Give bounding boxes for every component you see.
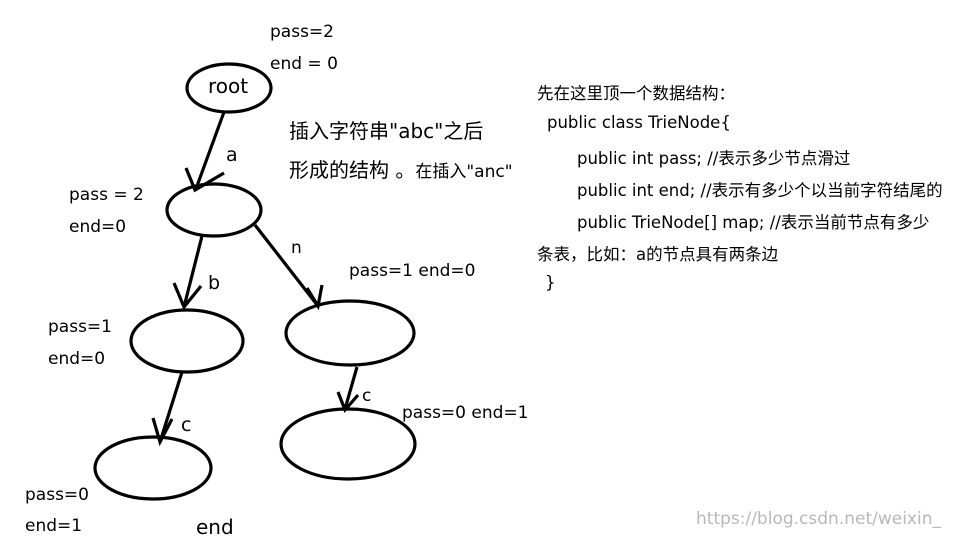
node-b [129, 308, 245, 374]
description-line-1: 插入字符串"abc"之后 [289, 119, 484, 143]
edge-label-b: b [208, 272, 221, 294]
edge-label-n: n [291, 238, 302, 258]
root-end: end = 0 [270, 54, 338, 74]
node-b-end: end=0 [48, 349, 106, 369]
node-n [284, 299, 416, 367]
node-a [165, 182, 263, 238]
node-b-pass: pass=1 [48, 317, 112, 337]
edge-label-c-left: c [181, 414, 192, 436]
arrowhead-n [305, 284, 324, 311]
node-a-pass: pass = 2 [69, 185, 144, 205]
code-intro: 先在这里顶一个数据结构： [537, 84, 735, 103]
edge-a-b [182, 235, 204, 308]
node-abc-c [93, 435, 213, 501]
description-insert-anc: 在插入"anc" [415, 162, 513, 182]
description-structure: 形成的结构 。 [289, 158, 416, 182]
code-close-brace: } [545, 273, 556, 292]
code-field-pass: public int pass; //表示多少节点滑过 [577, 149, 851, 168]
code-wrap-line: 条表，比如：a的节点具有两条边 [537, 245, 779, 264]
arrowhead-c-left [151, 417, 174, 447]
code-field-end: public int end; //表示有多少个以当前字符结尾的 [577, 181, 943, 200]
arrowhead-a [184, 167, 225, 193]
description-line-2: 形成的结构 。在插入"anc" [289, 154, 513, 183]
node-n-stats: pass=1 end=0 [349, 261, 476, 281]
watermark: https://blog.csdn.net/weixin_ [696, 509, 941, 529]
edge-b-c [158, 371, 184, 443]
arrowhead-c-right [336, 391, 360, 414]
edge-label-a: a [226, 144, 238, 166]
node-anc-c-stats: pass=0 end=1 [402, 403, 529, 423]
arrowhead-b [172, 282, 203, 311]
edge-label-c-right: c [362, 386, 372, 406]
node-anc-c [279, 407, 417, 481]
node-abc-c-pass: pass=0 [25, 485, 89, 505]
root-pass: pass=2 [270, 22, 334, 42]
root-label: root [208, 74, 249, 98]
root-node [185, 62, 273, 114]
code-field-map: public TrieNode[] map; //表示当前节点有多少 [577, 213, 930, 232]
edge-n-c [343, 366, 359, 410]
edge-root-a [195, 111, 226, 187]
node-abc-c-end: end=1 [25, 516, 83, 536]
edge-a-n [253, 224, 320, 307]
code-class-decl: public class TrieNode{ [547, 113, 731, 132]
node-a-end: end=0 [69, 217, 127, 237]
end-label: end [196, 515, 234, 539]
